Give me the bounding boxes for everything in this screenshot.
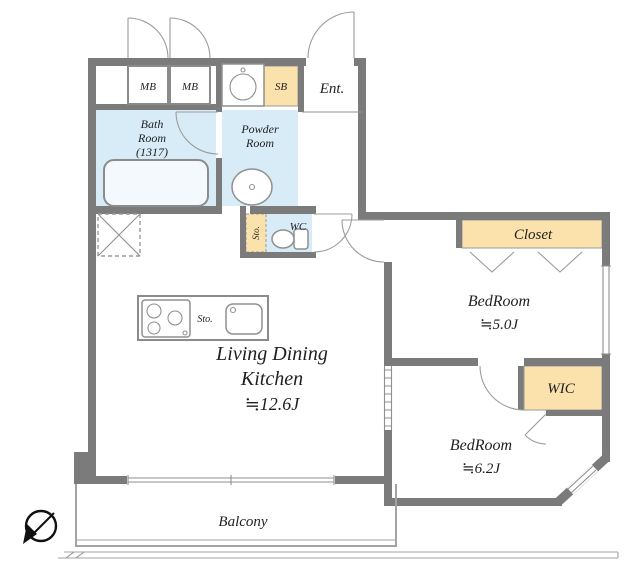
wall-bath-powder-b	[216, 158, 222, 206]
kitchen-storage-label: Sto.	[197, 314, 212, 325]
bedroom1-door	[341, 219, 385, 263]
toilet	[271, 228, 309, 250]
pipe-space-cross	[97, 213, 141, 257]
washbasin	[221, 63, 265, 107]
doors	[127, 11, 547, 445]
wall-center-a	[384, 262, 392, 366]
compass-arrowhead	[23, 524, 37, 544]
closet-door-chevrons	[469, 251, 583, 273]
bathtub	[103, 159, 209, 207]
building-base-lines	[58, 551, 619, 559]
wall-wc-north	[250, 206, 316, 214]
balcony-structure	[58, 484, 619, 559]
stove-knob	[182, 330, 188, 336]
balcony-outline	[75, 484, 397, 547]
wall-left-foot	[74, 452, 88, 484]
bath-room-label-line3: (1317)	[136, 145, 168, 159]
wall-entrance-right	[358, 58, 366, 220]
bath-room-label-line1: Bath	[141, 117, 164, 131]
stove-burner-2	[147, 321, 161, 335]
wc-door	[313, 213, 353, 253]
partition-gap	[383, 366, 393, 430]
meter-box-2-label: MB	[181, 81, 198, 93]
window-south	[127, 475, 335, 485]
window-south-lines	[127, 475, 335, 485]
wall-top-left	[88, 58, 306, 66]
bedroom2-size-label: ≒6.2J	[462, 461, 501, 477]
hall-storage-label: Sto.	[251, 226, 261, 240]
partition-ladder	[383, 366, 393, 430]
laundry-pan	[231, 168, 273, 206]
bedroom2-name-label: BedRoom	[450, 437, 512, 454]
kitchen-counter	[137, 295, 269, 341]
room-areas	[96, 65, 603, 411]
mb-door-2	[169, 17, 211, 59]
wall-bedroom-divider-a	[384, 358, 478, 366]
ldk-label-line1: Living Dining	[215, 343, 328, 365]
wall-wc-south	[240, 252, 316, 258]
wall-bath-south	[88, 206, 222, 214]
partition-lines	[383, 366, 393, 430]
stove	[141, 299, 191, 338]
windows	[127, 265, 611, 495]
wall-wic-south	[546, 410, 602, 416]
wall-bath-powder-a	[216, 64, 222, 112]
compass	[23, 509, 58, 544]
window-chamfer-gap	[566, 464, 599, 495]
fixtures	[97, 63, 583, 341]
washbasin-faucet	[240, 67, 246, 73]
stove-burner-3	[167, 310, 183, 326]
ldk-size-label: ≒12.6J	[245, 394, 301, 414]
entrance-door	[307, 11, 355, 59]
bedroom1-name-label: BedRoom	[468, 293, 530, 310]
wall-closet-west	[456, 220, 462, 248]
labels: MB MB SB Ent. Bath Room (1317) Powder Ro…	[136, 81, 576, 530]
bedroom2-door	[479, 365, 525, 411]
wall-entrance-left	[298, 58, 304, 112]
balcony-label: Balcony	[218, 514, 267, 530]
wall-bedroom2-south	[384, 498, 562, 506]
wc-label: WC	[290, 221, 307, 233]
washbasin-bowl	[229, 73, 257, 101]
ldk-label-line2: Kitchen	[240, 368, 303, 390]
mb-door-1	[127, 17, 169, 59]
bedroom1-size-label: ≒5.0J	[480, 317, 519, 333]
meter-box-2	[169, 65, 211, 105]
laundry-pan-oval	[231, 168, 273, 206]
toilet-bowl	[271, 229, 295, 249]
wic-door	[524, 413, 547, 445]
closet-label: Closet	[514, 227, 553, 243]
meter-box-1	[127, 65, 169, 105]
shoe-box-label: SB	[275, 81, 288, 93]
window-east-lines	[601, 265, 611, 355]
wall-bedroom-divider-b	[524, 358, 610, 366]
powder-room-label-line2: Room	[245, 136, 274, 150]
kitchen-faucet	[229, 306, 237, 314]
wall-left	[88, 58, 96, 484]
powder-room-label-line1: Powder	[240, 122, 279, 136]
wall-wic-west	[518, 366, 524, 410]
stove-burner-1	[146, 303, 162, 319]
bath-room-label-line2: Room	[137, 131, 166, 145]
wall-mb-south	[96, 104, 222, 110]
bath-door	[175, 111, 219, 155]
window-chamfer	[566, 464, 599, 495]
wall-center-b	[384, 430, 392, 506]
meter-box-1-label: MB	[139, 81, 156, 93]
pipe-space	[97, 213, 141, 257]
wall-wing-north	[358, 212, 610, 220]
laundry-pan-drain	[248, 183, 256, 191]
window-east-gap	[601, 266, 611, 354]
window-chamfer-lines	[567, 465, 597, 494]
washbasin-counter	[221, 63, 265, 107]
closet-area	[461, 219, 603, 249]
entrance-label: Ent.	[319, 81, 345, 97]
window-east	[601, 265, 611, 355]
wic-label: WIC	[547, 381, 575, 397]
wall-wc-west	[240, 206, 246, 258]
